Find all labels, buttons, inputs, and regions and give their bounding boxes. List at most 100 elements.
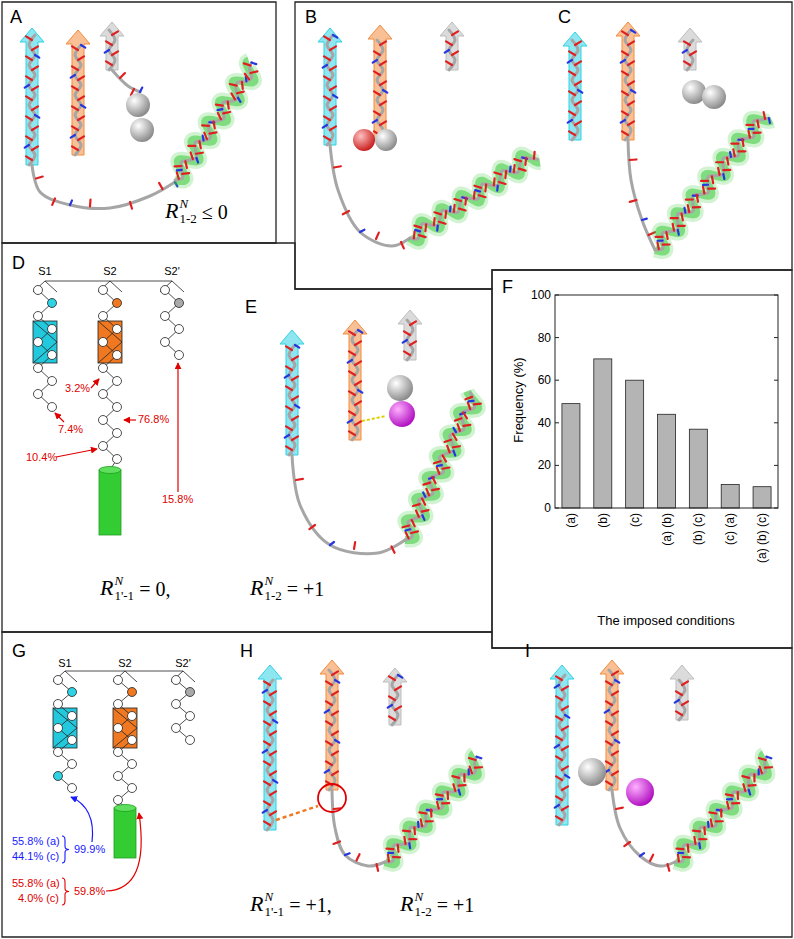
beta-strand: [20, 28, 44, 165]
carbonyl-stick: [708, 187, 715, 189]
carbonyl-stick: [622, 131, 628, 135]
carbonyl-stick: [130, 202, 132, 209]
axis-tick-label: 100: [531, 289, 551, 301]
carbonyl-stick: [324, 96, 330, 100]
panel-letter: A: [10, 8, 22, 26]
category-label: (a) (b): [661, 513, 673, 546]
amide-stick: [325, 770, 329, 773]
residue-circle: [113, 403, 122, 412]
carbonyl-stick: [673, 224, 674, 231]
carbonyl-stick: [682, 214, 683, 221]
amide-stick: [70, 200, 72, 205]
carbonyl-stick: [72, 126, 78, 130]
carbonyl-stick: [386, 848, 393, 851]
leader-arrow: [177, 363, 178, 492]
carbonyl-stick: [270, 711, 276, 715]
carbonyl-stick: [726, 794, 733, 795]
carbonyl-stick: [687, 845, 690, 852]
amide-stick: [678, 852, 683, 854]
amide-stick: [417, 822, 420, 827]
carbonyl-stick: [475, 766, 482, 769]
carbonyl-stick: [324, 36, 330, 40]
residue-circle: [128, 712, 137, 721]
residue-circle: [99, 312, 108, 321]
carbonyl-stick: [26, 56, 32, 60]
helix-ribbon: [175, 61, 254, 181]
carbonyl-stick: [264, 801, 270, 805]
bar: [753, 487, 771, 508]
residue-circle: [34, 390, 43, 399]
residue-circle: [99, 286, 108, 295]
carbonyl-stick: [72, 146, 78, 150]
carbonyl-stick: [380, 121, 386, 125]
atom-sphere: [130, 118, 154, 142]
carbonyl-stick: [404, 331, 410, 335]
residue-circle: [128, 688, 137, 697]
carbonyl-stick: [377, 864, 379, 871]
bar: [626, 380, 644, 508]
backbone-stick: [655, 118, 769, 250]
amide-stick: [71, 75, 75, 78]
carbonyl-stick: [463, 424, 470, 427]
amide-stick: [263, 690, 267, 693]
percentage-callout: 7.4%: [58, 424, 83, 435]
leader-arrow: [91, 379, 99, 388]
carbonyl-stick: [411, 531, 418, 533]
percentage-callout: 76.8%: [138, 414, 169, 425]
carbonyl-stick: [513, 165, 516, 172]
carbonyl-stick: [716, 161, 723, 163]
carbonyl-stick: [332, 771, 338, 775]
residue-circle: [161, 312, 170, 321]
carbonyl-stick: [569, 91, 575, 95]
amide-stick: [202, 136, 205, 141]
formula-superscript: N: [114, 574, 123, 587]
carbonyl-stick: [244, 63, 251, 65]
carbonyl-stick: [188, 145, 195, 147]
amide-stick: [295, 405, 299, 408]
formula-value: ≤ 0: [202, 202, 228, 222]
carbonyl-stick: [430, 810, 433, 817]
amide-stick: [605, 710, 609, 713]
carbonyl-stick: [326, 761, 332, 765]
helix-ribbon: [655, 118, 772, 251]
helix-ribbon: [385, 754, 478, 864]
amide-stick: [358, 330, 362, 333]
carbonyl-stick: [330, 66, 336, 70]
carbonyl-stick: [355, 381, 361, 385]
frame-outline: [492, 270, 792, 648]
carbonyl-stick: [120, 73, 125, 78]
carbonyl-stick: [32, 66, 38, 70]
helix-cylinder: [99, 467, 121, 474]
carbonyl-stick: [349, 351, 355, 355]
carbonyl-stick: [349, 411, 355, 415]
carbonyl-stick: [524, 158, 527, 165]
carbonyl-stick: [292, 396, 298, 400]
frame-outline: [295, 2, 792, 289]
axis-title: The imposed conditions: [597, 614, 734, 627]
residue-circle: [54, 700, 63, 709]
backbone-stick: [329, 670, 335, 790]
residue-circle: [68, 736, 77, 745]
helix-ribbon: [675, 754, 768, 864]
frame-outline: [492, 270, 792, 648]
amide-stick: [388, 705, 392, 708]
residue-circle: [48, 351, 57, 360]
beta-strand: [258, 665, 282, 830]
carbonyl-stick: [433, 218, 436, 225]
carbonyl-stick: [355, 361, 361, 365]
amide-stick: [707, 822, 710, 827]
residue-circle: [113, 429, 122, 438]
strand-link: [110, 281, 172, 282]
carbonyl-stick: [650, 855, 653, 861]
frame-outline: [2, 632, 792, 937]
carbonyl-stick: [684, 41, 690, 45]
percentage-callout: 3.2%: [65, 383, 90, 394]
residue-circle: [114, 676, 123, 685]
helix-cylinder: [114, 805, 136, 812]
residue-circle: [99, 390, 108, 399]
carbonyl-stick: [182, 172, 189, 175]
amide-stick: [758, 769, 760, 774]
carbonyl-stick: [349, 371, 355, 375]
carbonyl-stick: [374, 51, 380, 55]
backbone-stick: [609, 670, 615, 790]
